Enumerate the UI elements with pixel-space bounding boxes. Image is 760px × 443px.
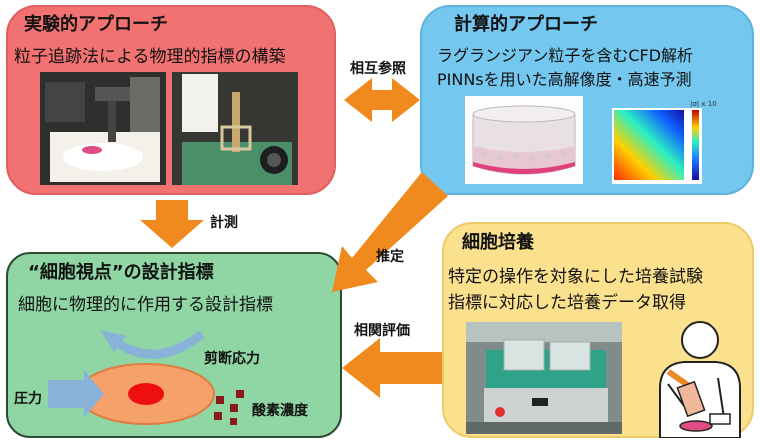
experiment-photo-2	[172, 72, 298, 185]
mutual-reference-arrow	[344, 78, 420, 122]
mutual-reference-label: 相互参照	[350, 61, 406, 77]
colorbar-label: |σ| x 10	[690, 100, 717, 108]
cell-culture-line2: 指標に対応した培養データ取得	[448, 293, 686, 313]
experiment-photo-1	[40, 72, 166, 185]
estimation-arrow	[332, 172, 448, 292]
experimental-approach-subtitle: 粒子追跡法による物理的指標の構築	[14, 47, 286, 67]
pressure-label: 圧力	[14, 391, 42, 407]
pressure-arrow	[48, 370, 104, 418]
experimental-approach-title: 実験的アプローチ	[24, 14, 168, 35]
cell-diagram	[48, 330, 244, 425]
cfd-particle-vessel-image	[465, 96, 583, 184]
correlation-label: 相関評価	[354, 323, 410, 339]
researcher-illustration	[659, 321, 741, 438]
oxygen-concentration-label: 酸素濃度	[252, 403, 308, 419]
computational-approach-title: 計算的アプローチ	[454, 14, 598, 35]
cell-nucleus	[128, 383, 164, 405]
stress-heatmap-image	[612, 108, 702, 184]
shear-stress-label: 剪断応力	[204, 351, 260, 367]
estimation-label: 推定	[376, 249, 404, 265]
measurement-arrow	[140, 200, 204, 248]
design-indicator-title: “細胞視点”の設計指標	[28, 262, 214, 283]
correlation-arrow	[342, 338, 442, 398]
computational-approach-line2: PINNsを用いた高解像度・高速予測	[437, 70, 692, 89]
cell-culture-title: 細胞培養	[462, 232, 534, 253]
shaker-incubator-photo	[466, 322, 622, 434]
computational-approach-line1: ラグランジアン粒子を含むCFD解析	[437, 46, 694, 65]
design-indicator-subtitle: 細胞に物理的に作用する設計指標	[18, 295, 273, 315]
oxygen-particles	[214, 390, 244, 425]
cell-culture-line1: 特定の操作を対象にした培養試験	[448, 267, 703, 287]
measurement-label: 計測	[210, 215, 238, 231]
